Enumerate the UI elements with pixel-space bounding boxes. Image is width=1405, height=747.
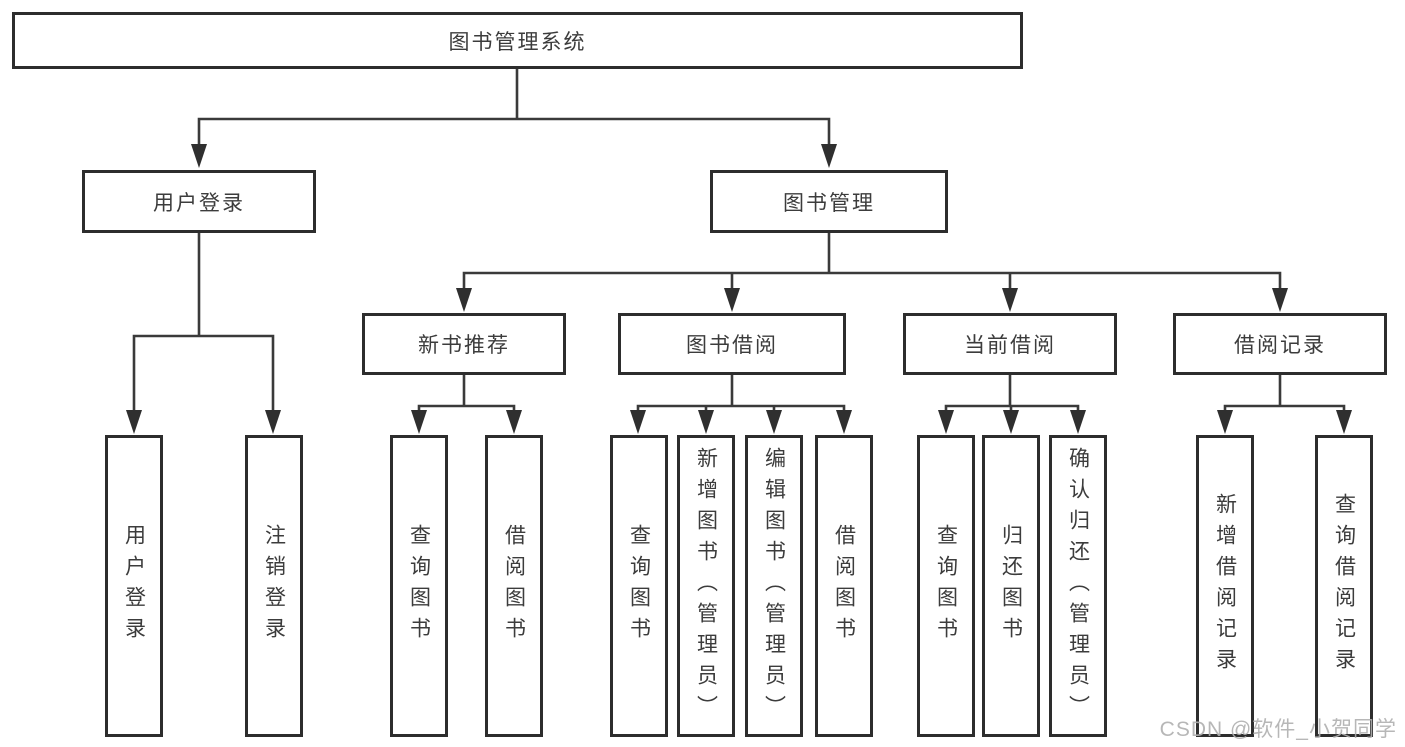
node-book-management-module: 图书管理 bbox=[710, 170, 948, 233]
node-leaf-borrow-books-1: 借阅图书 bbox=[485, 435, 543, 737]
node-label: 查询图书 bbox=[934, 524, 958, 648]
node-root-system: 图书管理系统 bbox=[12, 12, 1023, 69]
node-label: 借阅记录 bbox=[1234, 334, 1326, 357]
node-leaf-confirm-return-admin: 确认归还（管理员） bbox=[1049, 435, 1107, 737]
node-label: 查询借阅记录 bbox=[1332, 493, 1356, 679]
node-label: 借阅图书 bbox=[502, 524, 526, 648]
node-leaf-return-book: 归还图书 bbox=[982, 435, 1040, 737]
node-leaf-borrow-books-2: 借阅图书 bbox=[815, 435, 873, 737]
node-label: 图书管理系统 bbox=[448, 30, 587, 54]
node-label: 确认归还（管理员） bbox=[1066, 446, 1090, 726]
node-leaf-user-login: 用户登录 bbox=[105, 435, 163, 737]
node-label: 注销登录 bbox=[262, 524, 286, 648]
node-leaf-query-books-2: 查询图书 bbox=[610, 435, 668, 737]
node-label: 查询图书 bbox=[627, 524, 651, 648]
node-leaf-query-borrow-record: 查询借阅记录 bbox=[1315, 435, 1373, 737]
node-label: 用户登录 bbox=[122, 524, 146, 648]
node-book-borrowing: 图书借阅 bbox=[618, 313, 846, 375]
node-label: 当前借阅 bbox=[964, 334, 1056, 357]
node-leaf-edit-book-admin: 编辑图书（管理员） bbox=[745, 435, 803, 737]
node-leaf-add-borrow-record: 新增借阅记录 bbox=[1196, 435, 1254, 737]
node-new-book-recommend: 新书推荐 bbox=[362, 313, 566, 375]
node-label: 编辑图书（管理员） bbox=[762, 446, 786, 726]
node-label: 归还图书 bbox=[999, 524, 1023, 648]
node-leaf-logout: 注销登录 bbox=[245, 435, 303, 737]
node-label: 借阅图书 bbox=[832, 524, 856, 648]
node-label: 查询图书 bbox=[407, 524, 431, 648]
node-label: 新书推荐 bbox=[418, 334, 510, 357]
node-label: 图书借阅 bbox=[686, 334, 778, 357]
watermark: CSDN @软件_小贺同学 bbox=[1159, 718, 1397, 741]
node-label: 图书管理 bbox=[783, 191, 875, 215]
node-leaf-add-book-admin: 新增图书（管理员） bbox=[677, 435, 735, 737]
node-label: 新增借阅记录 bbox=[1213, 493, 1237, 679]
node-leaf-query-books-3: 查询图书 bbox=[917, 435, 975, 737]
node-borrowing-records: 借阅记录 bbox=[1173, 313, 1387, 375]
node-current-borrowing: 当前借阅 bbox=[903, 313, 1117, 375]
node-leaf-query-books-1: 查询图书 bbox=[390, 435, 448, 737]
node-label: 新增图书（管理员） bbox=[694, 446, 718, 726]
node-user-login-module: 用户登录 bbox=[82, 170, 316, 233]
node-label: 用户登录 bbox=[153, 191, 245, 215]
